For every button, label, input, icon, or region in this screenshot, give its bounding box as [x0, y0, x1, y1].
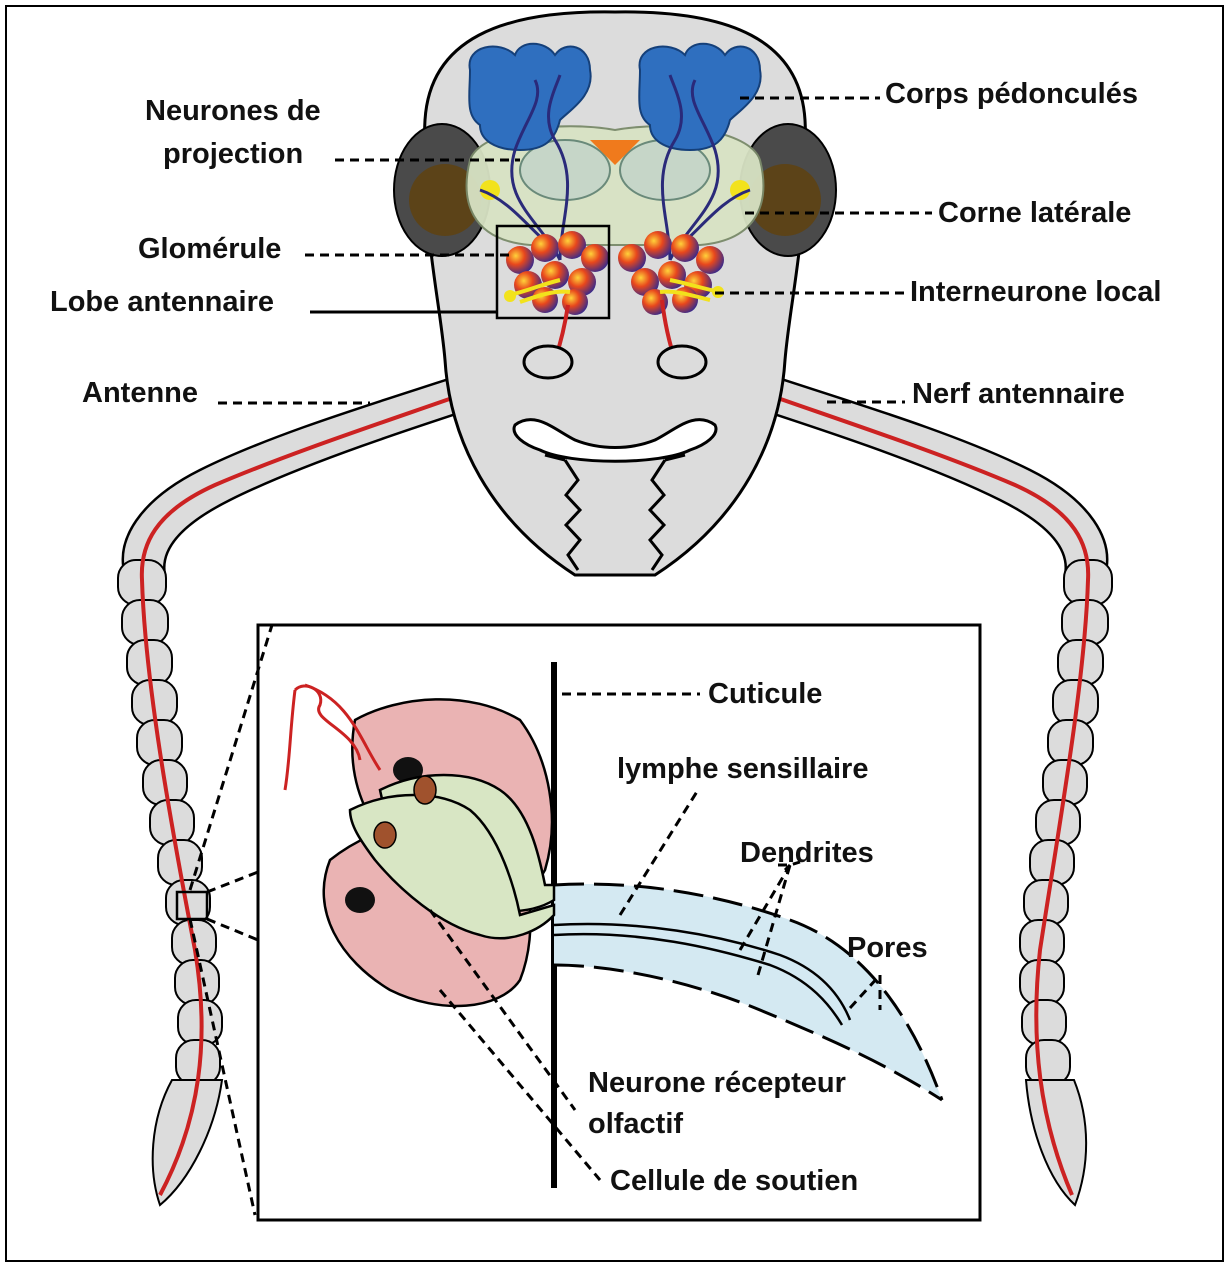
label-antenna: Antenne — [82, 377, 198, 409]
label-projection-neurons-2: projection — [163, 138, 303, 170]
label-local-interneuron: Interneurone local — [910, 276, 1161, 308]
label-support-cell: Cellule de soutien — [610, 1165, 858, 1197]
label-sensillar-lymph: lymphe sensillaire — [617, 753, 868, 785]
label-projection-neurons-1: Neurones de — [145, 95, 321, 127]
label-cuticle: Cuticule — [708, 678, 822, 710]
label-antennal-lobe: Lobe antennaire — [50, 286, 274, 318]
label-lateral-horn: Corne latérale — [938, 197, 1131, 229]
label-pores: Pores — [847, 932, 928, 964]
label-olfactory-receptor-neuron-2: olfactif — [588, 1108, 683, 1140]
label-dendrites: Dendrites — [740, 837, 874, 869]
label-glomerulus: Glomérule — [138, 233, 281, 265]
label-antennal-nerve: Nerf antennaire — [912, 378, 1125, 410]
label-mushroom-bodies: Corps pédonculés — [885, 78, 1138, 110]
label-olfactory-receptor-neuron-1: Neurone récepteur — [588, 1067, 846, 1099]
